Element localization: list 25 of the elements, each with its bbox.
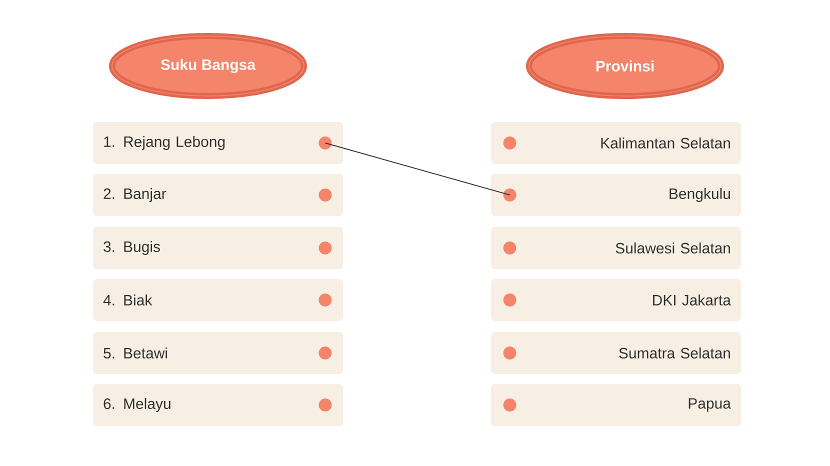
connection-dot (503, 188, 516, 202)
connection-dot (503, 346, 516, 360)
connection-dot (318, 398, 332, 412)
item-box: Bengkulu (491, 174, 741, 216)
item-box: Sulawesi Selatan (491, 227, 741, 269)
matching-line (324, 142, 510, 196)
item-box: Kalimantan Selatan (491, 122, 741, 164)
item-box: 4. Biak (93, 279, 343, 321)
connection-dot (318, 188, 332, 202)
connection-dot (503, 136, 516, 150)
item-box: 2. Banjar (93, 174, 343, 216)
connection-dot (503, 242, 516, 254)
item-box: 5. Betawi (93, 332, 343, 374)
connection-dot (318, 294, 332, 306)
item-box: 1. Rejang Lebong (93, 122, 343, 164)
connection-dot (503, 294, 516, 306)
item-box: Papua (491, 384, 741, 426)
item-box: DKI Jakarta (491, 279, 741, 321)
connection-dot (503, 398, 516, 412)
item-box: 3. Bugis (93, 227, 343, 269)
item-box: 6. Melayu (93, 384, 343, 426)
connection-dot (318, 346, 332, 360)
connection-dot (318, 136, 332, 150)
item-box: Sumatra Selatan (491, 332, 741, 374)
connection-dot (318, 242, 332, 254)
